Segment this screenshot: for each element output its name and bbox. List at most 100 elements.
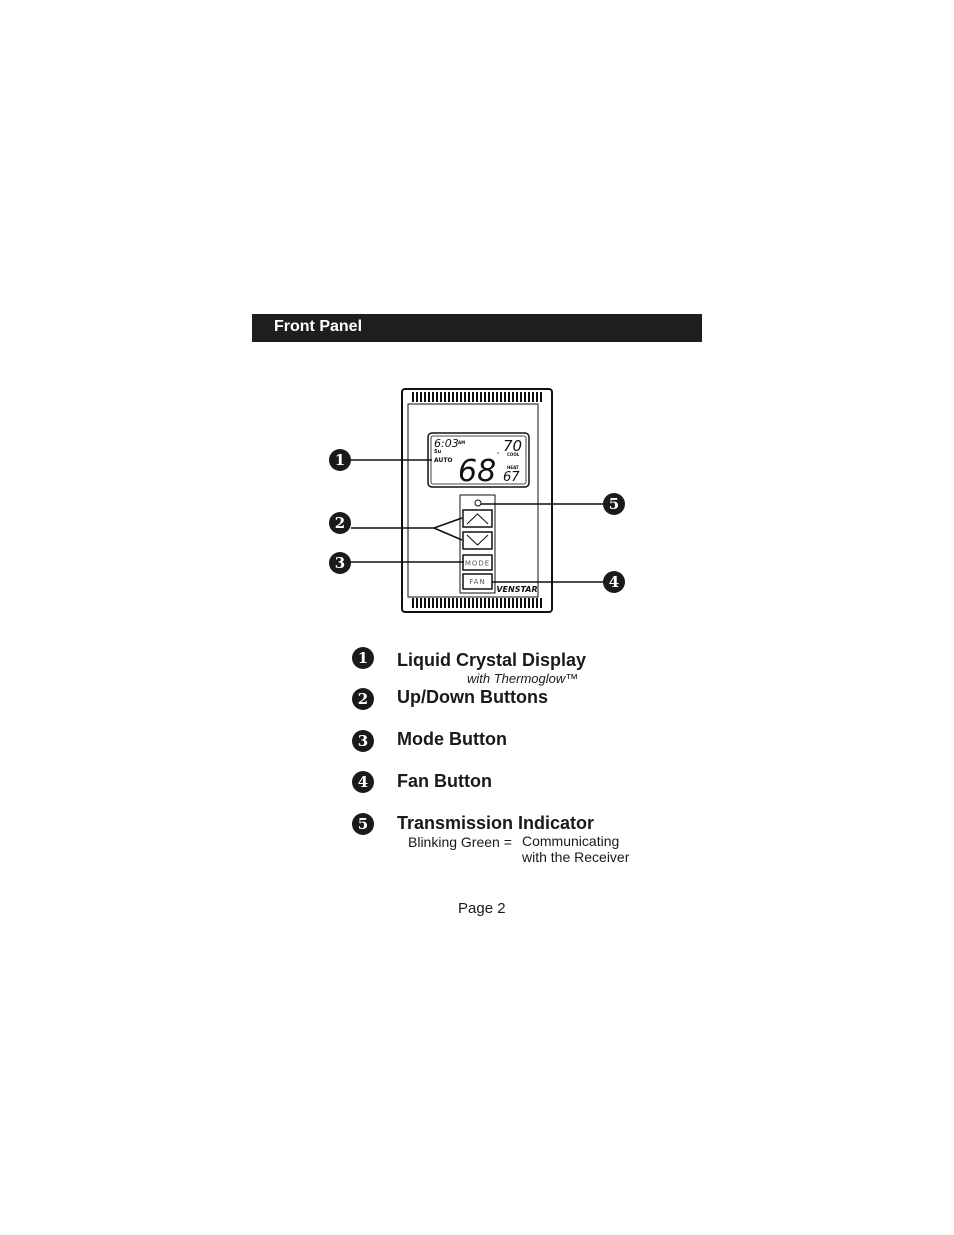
vent-slat [496,392,498,402]
vent-slat [512,392,514,402]
vent-slat [492,392,494,402]
lcd-heat-setpoint: 67 [503,470,520,485]
vent-slat [424,392,426,402]
vent-slat [504,392,506,402]
mode-button[interactable]: MODE [462,554,493,571]
lcd-heat-label: HEAT [507,465,519,470]
vent-slat [412,598,414,608]
vent-slat [496,598,498,608]
vent-slat [440,392,442,402]
callout-badge-2: 2 [329,512,351,534]
vent-slat [456,598,458,608]
vent-slat [528,392,530,402]
vent-slat [440,598,442,608]
vent-slat [528,598,530,608]
vent-slat [420,598,422,608]
vent-slat [452,598,454,608]
vent-slat [540,392,542,402]
lcd-time: 6:03 [434,437,459,450]
brand-logo: VENSTAR [496,585,537,594]
vent-slat [480,598,482,608]
lcd-setpoint: 70 [503,437,522,455]
lcd-day: Su [434,449,442,455]
vent-slat [412,392,414,402]
down-button[interactable] [462,531,493,550]
vent-slat [476,598,478,608]
thermostat-face [407,403,539,598]
vent-slat [504,598,506,608]
callout-line-2-down [433,527,463,541]
legend-sub-thermoglow: with Thermoglow™ [467,671,579,686]
callout-badge-5: 5 [603,493,625,515]
vent-slat [520,392,522,402]
page-number: Page 2 [458,900,506,917]
vent-slat [524,598,526,608]
vent-slat [516,598,518,608]
callout-lines [351,459,603,583]
vent-slat [508,598,510,608]
vent-slat [532,598,534,608]
vent-slat [468,392,470,402]
vent-slat [488,598,490,608]
vent-slat [484,392,486,402]
legend-label-lcd: Liquid Crystal Display [397,650,587,670]
vent-slat [520,598,522,608]
lcd-temperature: 68 [458,454,496,489]
vent-slat [484,598,486,608]
legend-badge-3: 3 [352,730,374,752]
callout-badge-1: 1 [329,449,351,471]
bottom-vent [412,598,542,608]
legend-label-fan: Fan Button [397,771,492,791]
vent-slat [516,392,518,402]
vent-slat [540,598,542,608]
section-title: Front Panel [274,318,363,335]
vent-slat [436,598,438,608]
legend-sub-line2: with the Receiver [522,849,630,865]
vent-slat [460,392,462,402]
vent-slat [416,598,418,608]
lcd-ampm: AM [458,440,465,445]
vent-slat [436,392,438,402]
vent-slat [420,392,422,402]
legend-label-transmission: Transmission Indicator [397,813,595,833]
up-button[interactable] [462,509,493,528]
vent-slat [500,392,502,402]
section-header-bar: Front Panel [252,314,702,342]
vent-slat [416,392,418,402]
vent-slat [432,392,434,402]
vent-slat [512,598,514,608]
legend-label-up-down: Up/Down Buttons [397,687,548,707]
legend-label-mode: Mode Button [397,729,507,749]
vent-slat [488,392,490,402]
vent-slat [428,598,430,608]
fan-button[interactable]: FAN [462,573,493,590]
legend-badge-5: 5 [352,813,374,835]
vent-slat [492,598,494,608]
vent-slat [432,598,434,608]
vent-slat [508,392,510,402]
vent-slat [472,392,474,402]
vent-slat [532,392,534,402]
lcd-degree-symbol: ° [497,452,500,458]
transmission-indicator-led [474,499,482,507]
legend-badge-2: 2 [352,688,374,710]
vent-slat [464,392,466,402]
vent-slat [476,392,478,402]
callout-badge-4: 4 [603,571,625,593]
vent-slat [444,392,446,402]
vent-slat [536,392,538,402]
down-arrow-icon [466,534,489,546]
lcd-mode: AUTO [434,457,453,464]
vent-slat [452,392,454,402]
fan-button-label: FAN [469,578,485,586]
vent-slat [536,598,538,608]
up-arrow-icon [466,513,489,525]
legend-sub-line1: Communicating [522,833,620,849]
legend-badge-1: 1 [352,647,374,669]
vent-slat [500,598,502,608]
callout-line-2-up [433,517,463,529]
callout-badge-3: 3 [329,552,351,574]
vent-slat [524,392,526,402]
top-vent [412,392,542,402]
